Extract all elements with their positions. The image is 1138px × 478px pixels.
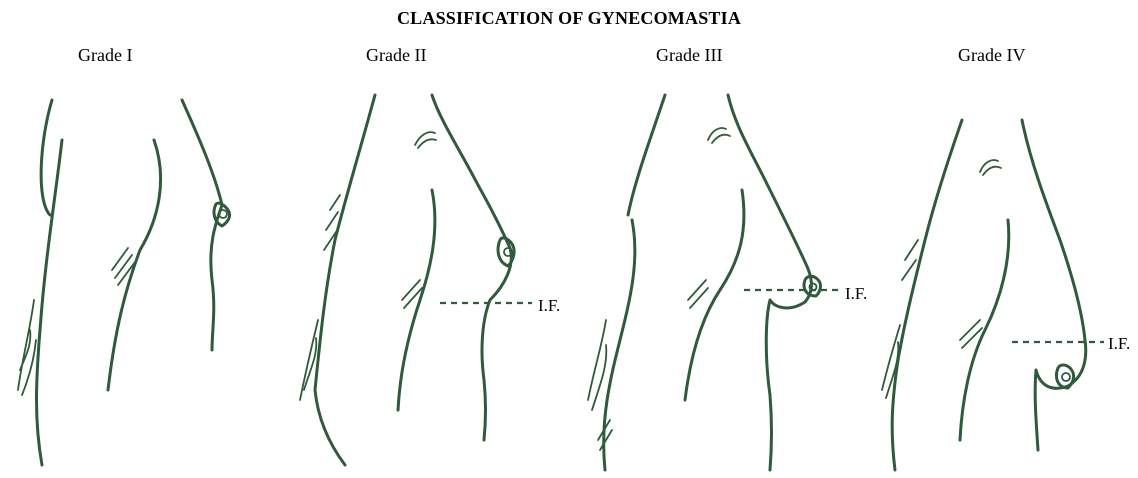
grade-4-figure — [882, 120, 1104, 470]
grade-1-figure — [18, 100, 230, 465]
grade-3-figure — [588, 95, 840, 470]
grade-3-signature — [588, 320, 606, 410]
grade-1-signature — [18, 300, 36, 395]
grade-4-signature — [882, 325, 900, 398]
grade-2-figure — [300, 95, 532, 465]
